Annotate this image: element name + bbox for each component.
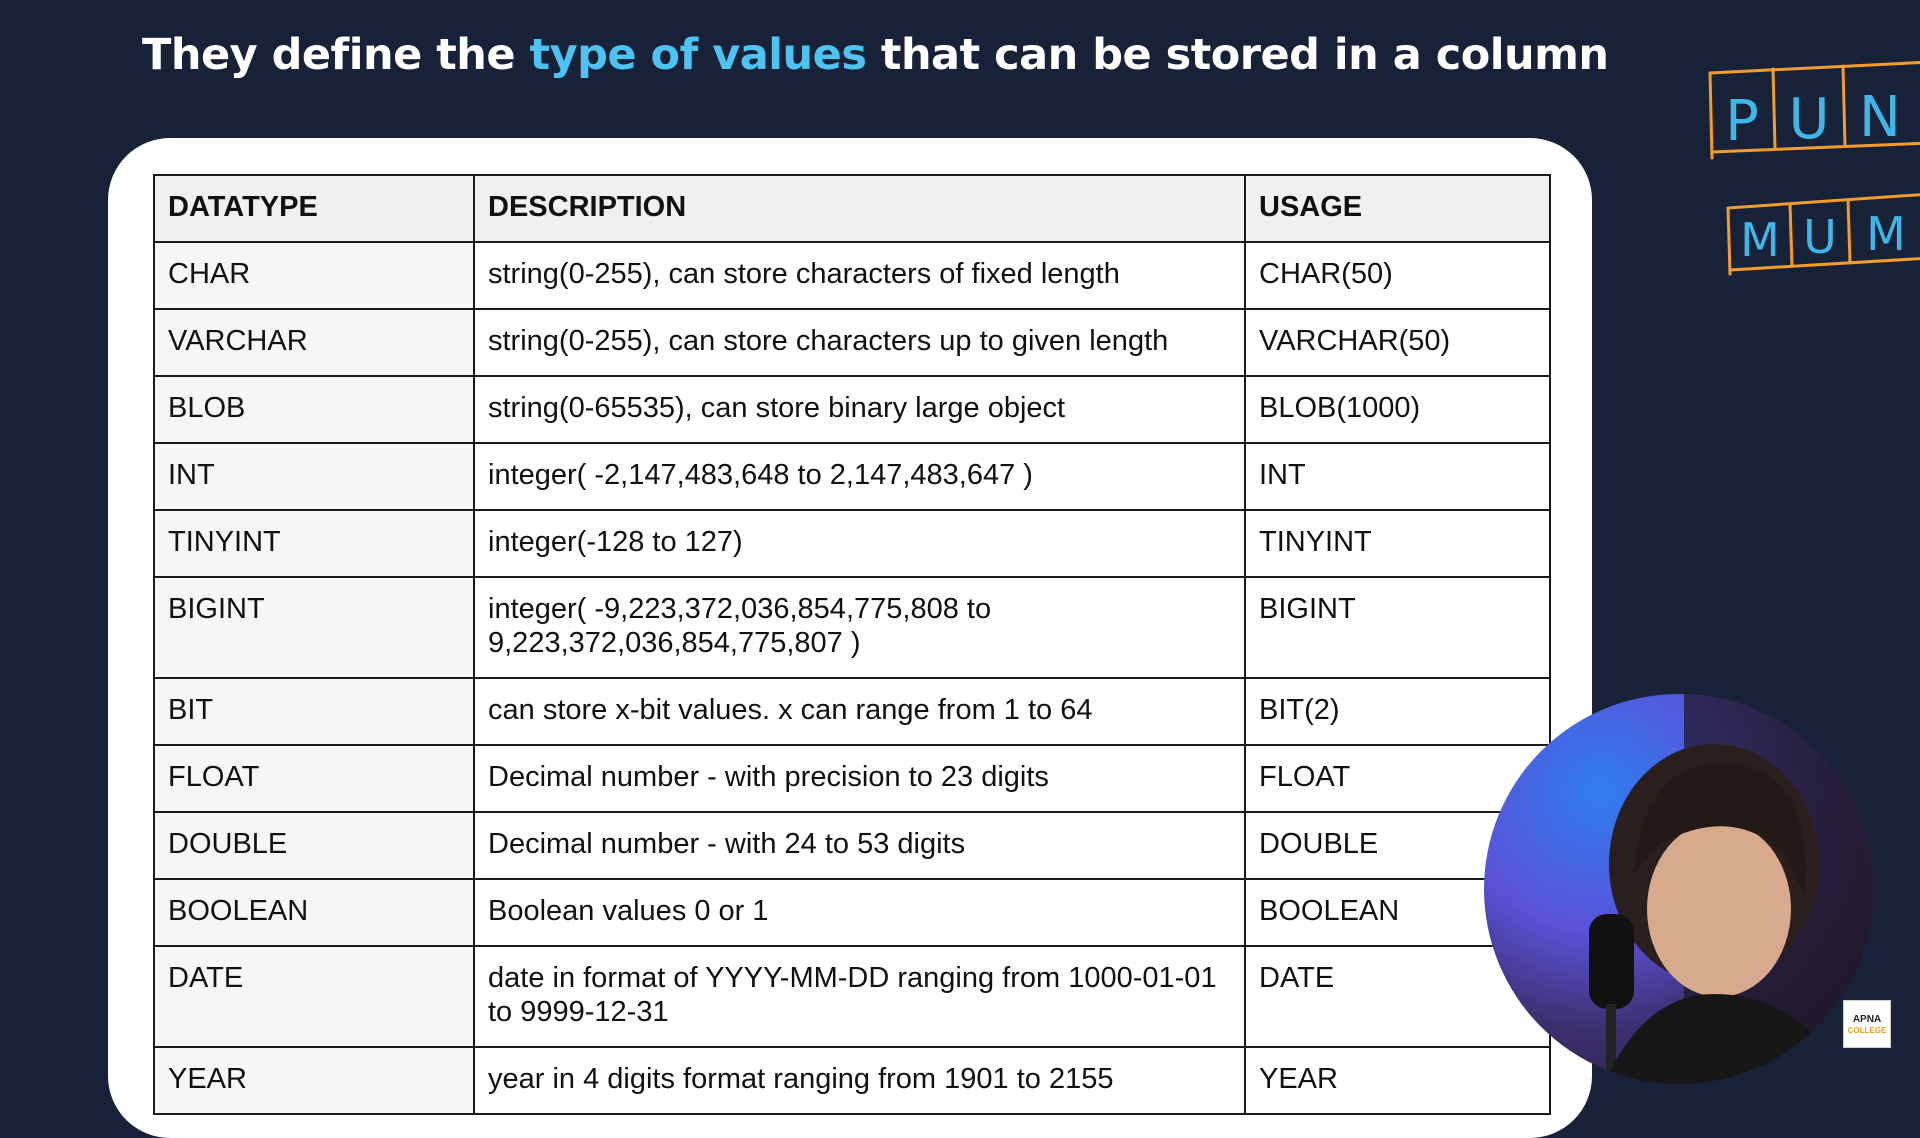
description-cell: Decimal number - with 24 to 53 digits [473, 811, 1246, 880]
table-row: FLOAT Decimal number - with precision to… [153, 744, 1551, 813]
description-cell: date in format of YYYY-MM-DD ranging fro… [473, 945, 1246, 1048]
datatype-cell: BIGINT [153, 576, 475, 679]
slide-title: They define the type of values that can … [142, 30, 1609, 80]
usage-cell: FLOAT [1244, 744, 1551, 813]
datatype-cell: CHAR [153, 241, 475, 310]
usage-cell: YEAR [1244, 1046, 1551, 1115]
usage-cell: TINYINT [1244, 509, 1551, 578]
table-row: DATE date in format of YYYY-MM-DD rangin… [153, 945, 1551, 1048]
table-row: INT integer( -2,147,483,648 to 2,147,483… [153, 442, 1551, 511]
annotation-letter: N [1859, 85, 1901, 150]
table-row: BLOB string(0-65535), can store binary l… [153, 375, 1551, 444]
usage-cell: INT [1244, 442, 1551, 511]
datatype-cell: VARCHAR [153, 308, 475, 377]
usage-cell: VARCHAR(50) [1244, 308, 1551, 377]
datatype-table: DATATYPE DESCRIPTION USAGE CHAR string(0… [153, 174, 1551, 1115]
annotation-letter: P [1725, 89, 1759, 154]
description-cell: string(0-255), can store characters up t… [473, 308, 1246, 377]
logo-text-line1: APNA [1852, 1014, 1882, 1025]
header-datatype: DATATYPE [153, 174, 475, 243]
description-cell: Decimal number - with precision to 23 di… [473, 744, 1246, 813]
table-row: YEAR year in 4 digits format ranging fro… [153, 1046, 1551, 1115]
description-cell: string(0-65535), can store binary large … [473, 375, 1246, 444]
datatype-cell: INT [153, 442, 475, 511]
table-row: TINYINT integer(-128 to 127) TINYINT [153, 509, 1551, 578]
table-header-row: DATATYPE DESCRIPTION USAGE [153, 174, 1551, 243]
logo-text-line2: COLLEGE [1847, 1026, 1887, 1035]
description-cell: integer(-128 to 127) [473, 509, 1246, 578]
annotation-letter: U [1803, 210, 1837, 264]
header-usage: USAGE [1244, 174, 1551, 243]
usage-cell: BIGINT [1244, 576, 1551, 679]
title-text-before: They define the [142, 30, 530, 80]
presenter-figure [1589, 694, 1874, 1084]
datatype-cell: BOOLEAN [153, 878, 475, 947]
table-row: CHAR string(0-255), can store characters… [153, 241, 1551, 310]
header-description: DESCRIPTION [473, 174, 1246, 243]
datatype-cell: DATE [153, 945, 475, 1048]
description-cell: string(0-255), can store characters of f… [473, 241, 1246, 310]
table-row: VARCHAR string(0-255), can store charact… [153, 308, 1551, 377]
description-cell: can store x-bit values. x can range from… [473, 677, 1246, 746]
datatype-cell: DOUBLE [153, 811, 475, 880]
title-text-after: that can be stored in a column [866, 30, 1609, 80]
brand-logo: APNA COLLEGE [1843, 1000, 1891, 1048]
datatype-cell: YEAR [153, 1046, 475, 1115]
presenter-webcam [1484, 694, 1874, 1084]
title-accent-text: type of values [529, 30, 867, 80]
datatype-cell: FLOAT [153, 744, 475, 813]
annotation-letter: U [1789, 87, 1830, 152]
usage-cell: BLOB(1000) [1244, 375, 1551, 444]
table-row: BIGINT integer( -9,223,372,036,854,775,8… [153, 576, 1551, 679]
usage-cell: CHAR(50) [1244, 241, 1551, 310]
annotation-letter: M [1740, 213, 1780, 267]
datatype-cell: BLOB [153, 375, 475, 444]
description-cell: integer( -9,223,372,036,854,775,808 to 9… [473, 576, 1246, 679]
datatype-cell: BIT [153, 677, 475, 746]
table-row: DOUBLE Decimal number - with 24 to 53 di… [153, 811, 1551, 880]
description-cell: year in 4 digits format ranging from 190… [473, 1046, 1246, 1115]
description-cell: integer( -2,147,483,648 to 2,147,483,647… [473, 442, 1246, 511]
table-row: BOOLEAN Boolean values 0 or 1 BOOLEAN [153, 878, 1551, 947]
datatype-cell: TINYINT [153, 509, 475, 578]
usage-cell: BIT(2) [1244, 677, 1551, 746]
description-cell: Boolean values 0 or 1 [473, 878, 1246, 947]
handwritten-annotation: P U N M U M [1708, 60, 1920, 276]
table-row: BIT can store x-bit values. x can range … [153, 677, 1551, 746]
annotation-letter: M [1866, 207, 1906, 261]
annotation-boxes [1708, 60, 1920, 276]
